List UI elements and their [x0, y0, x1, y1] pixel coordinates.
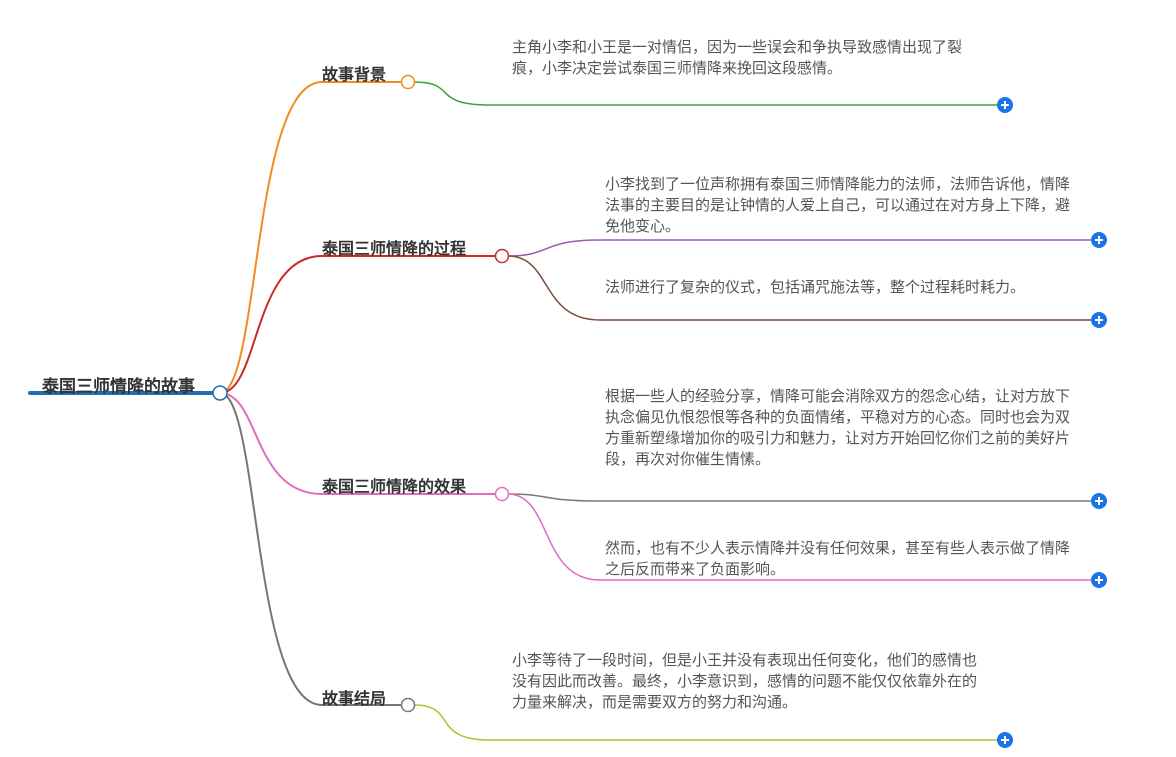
leaf-connector [507, 493, 1091, 581]
leaf-connector [413, 81, 997, 106]
branch-connector [219, 392, 323, 706]
leaf-connector [413, 704, 997, 741]
root-topic[interactable]: 泰国三师情降的故事 [42, 377, 195, 397]
leaf-process-text-2[interactable]: 法师进行了复杂的仪式，包括诵咒施法等，整个过程耗时耗力。 [605, 278, 1026, 296]
leaf-background-text[interactable]: 主角小李和小王是一对情侣，因为一些误会和争执导致感情出现了裂痕，小李决定尝试泰国… [512, 38, 963, 77]
leaf-process-text-1[interactable]: 小李找到了一位声称拥有泰国三师情降能力的法师，法师告诉他，情降法事的主要目的是让… [605, 175, 1071, 235]
branch-topic-effect[interactable]: 泰国三师情降的效果 [322, 477, 467, 496]
branch-node-circle [400, 697, 416, 713]
root-node-circle [212, 385, 228, 401]
branch-topic-ending[interactable]: 故事结局 [322, 689, 387, 708]
branch-node-circle [494, 486, 510, 502]
leaf-effect-text-1[interactable]: 根据一些人的经验分享，情降可能会消除双方的怨念心结，让对方放下执念偏见仇恨怨恨等… [605, 387, 1071, 468]
branch-topic-background[interactable]: 故事背景 [322, 65, 387, 84]
leaf-connector [507, 239, 1091, 257]
branch-topic-process[interactable]: 泰国三师情降的过程 [322, 239, 467, 258]
leaf-effect-text-2[interactable]: 然而，也有不少人表示情降并没有任何效果，甚至有些人表示做了情降之后反而带来了负面… [605, 539, 1071, 578]
branch-connector [219, 255, 323, 394]
branch-node-circle [400, 74, 416, 90]
leaf-connector [507, 255, 1091, 321]
branch-connector [219, 392, 323, 495]
branch-connector [219, 81, 323, 394]
leaf-ending-text[interactable]: 小李等待了一段时间，但是小王并没有表现出任何变化，他们的感情也没有因此而改善。最… [512, 651, 978, 711]
leaf-connector [507, 493, 1091, 502]
branch-node-circle [494, 248, 510, 264]
